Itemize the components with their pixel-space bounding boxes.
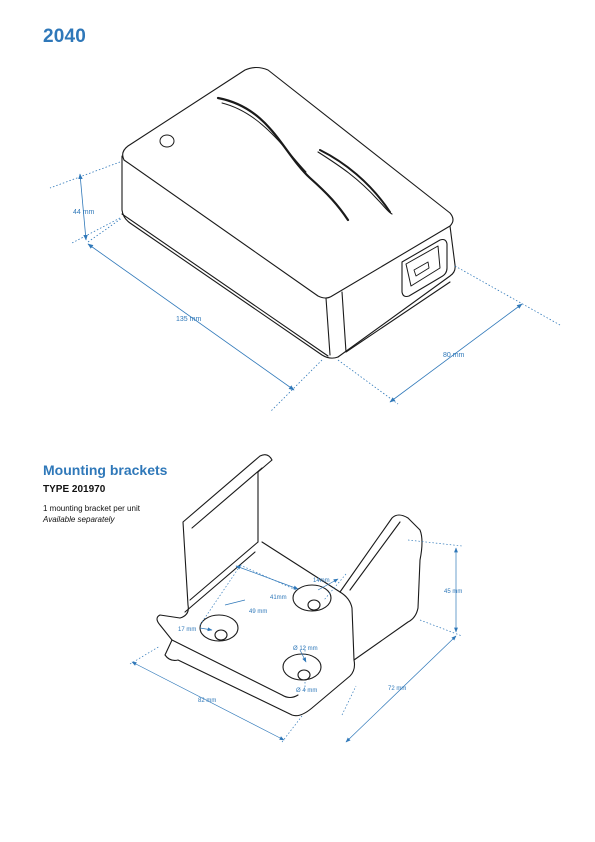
dim-bracket-height-label: 45 mm bbox=[444, 589, 462, 595]
dim-bracket-depth-arrow bbox=[345, 635, 457, 743]
dim-side-offset-arrow bbox=[199, 627, 213, 632]
dim-hole-spacing-b-label: 41mm bbox=[270, 595, 287, 601]
psu-dimension-lines bbox=[49, 161, 561, 413]
section-title: Mounting brackets bbox=[43, 462, 168, 478]
dim-hole-spacing-a-label: 14mm bbox=[313, 578, 330, 584]
psu-end-face bbox=[337, 225, 456, 358]
dim-hole-spacing-a-arrow bbox=[317, 578, 339, 591]
dim-hole-spacing-c-label: 49 mm bbox=[249, 609, 267, 615]
dim-hole-spacing-b-arrow bbox=[235, 565, 299, 590]
dim-hole-dia-arrow bbox=[299, 649, 307, 663]
dim-hole-dia-large-label: Ø 12 mm bbox=[293, 646, 318, 652]
dim-bracket-depth-label: 72 mm bbox=[388, 686, 406, 692]
power-supply-drawing bbox=[121, 66, 456, 359]
dim-bracket-width-label: 82 mm bbox=[198, 698, 216, 704]
psu-front-face bbox=[121, 155, 339, 359]
hole-top-outer bbox=[292, 584, 332, 612]
dim-width-arrow bbox=[389, 303, 523, 403]
dim-bracket-width-arrow bbox=[131, 661, 285, 741]
hole-top-inner bbox=[307, 599, 321, 611]
iec-socket bbox=[401, 238, 448, 298]
dim-height-arrow bbox=[78, 173, 88, 241]
hole-left-outer bbox=[199, 614, 239, 642]
bracket-base-plate bbox=[156, 541, 356, 717]
psu-swoosh bbox=[216, 96, 350, 222]
bracket-quantity-note: 1 mounting bracket per unit bbox=[43, 504, 140, 513]
bracket-right-wall bbox=[339, 514, 423, 661]
dim-width-label: 80 mm bbox=[443, 352, 465, 359]
dim-length-arrow bbox=[87, 243, 295, 391]
bracket-type-label: TYPE 201970 bbox=[43, 484, 106, 495]
dim-side-offset-label: 17 mm bbox=[178, 627, 196, 633]
hole-bottom-inner bbox=[297, 669, 311, 681]
dim-hole-dia-small-label: Ø 4 mm bbox=[296, 688, 317, 694]
bracket-dimension-lines bbox=[129, 539, 463, 743]
bracket-left-wall bbox=[179, 454, 273, 619]
dim-height-label: 44 mm bbox=[73, 209, 95, 216]
page-title: 2040 bbox=[43, 26, 87, 47]
led-indicator bbox=[159, 134, 175, 148]
dim-hole-spacing-c-arrow bbox=[224, 599, 246, 606]
hole-left-inner bbox=[214, 629, 228, 641]
hole-bottom-outer bbox=[282, 653, 322, 681]
dim-length-label: 135 mm bbox=[176, 316, 201, 323]
bracket-drawing bbox=[156, 454, 423, 717]
bracket-availability-note: Available separately bbox=[43, 515, 115, 524]
psu-top-face bbox=[122, 66, 454, 299]
